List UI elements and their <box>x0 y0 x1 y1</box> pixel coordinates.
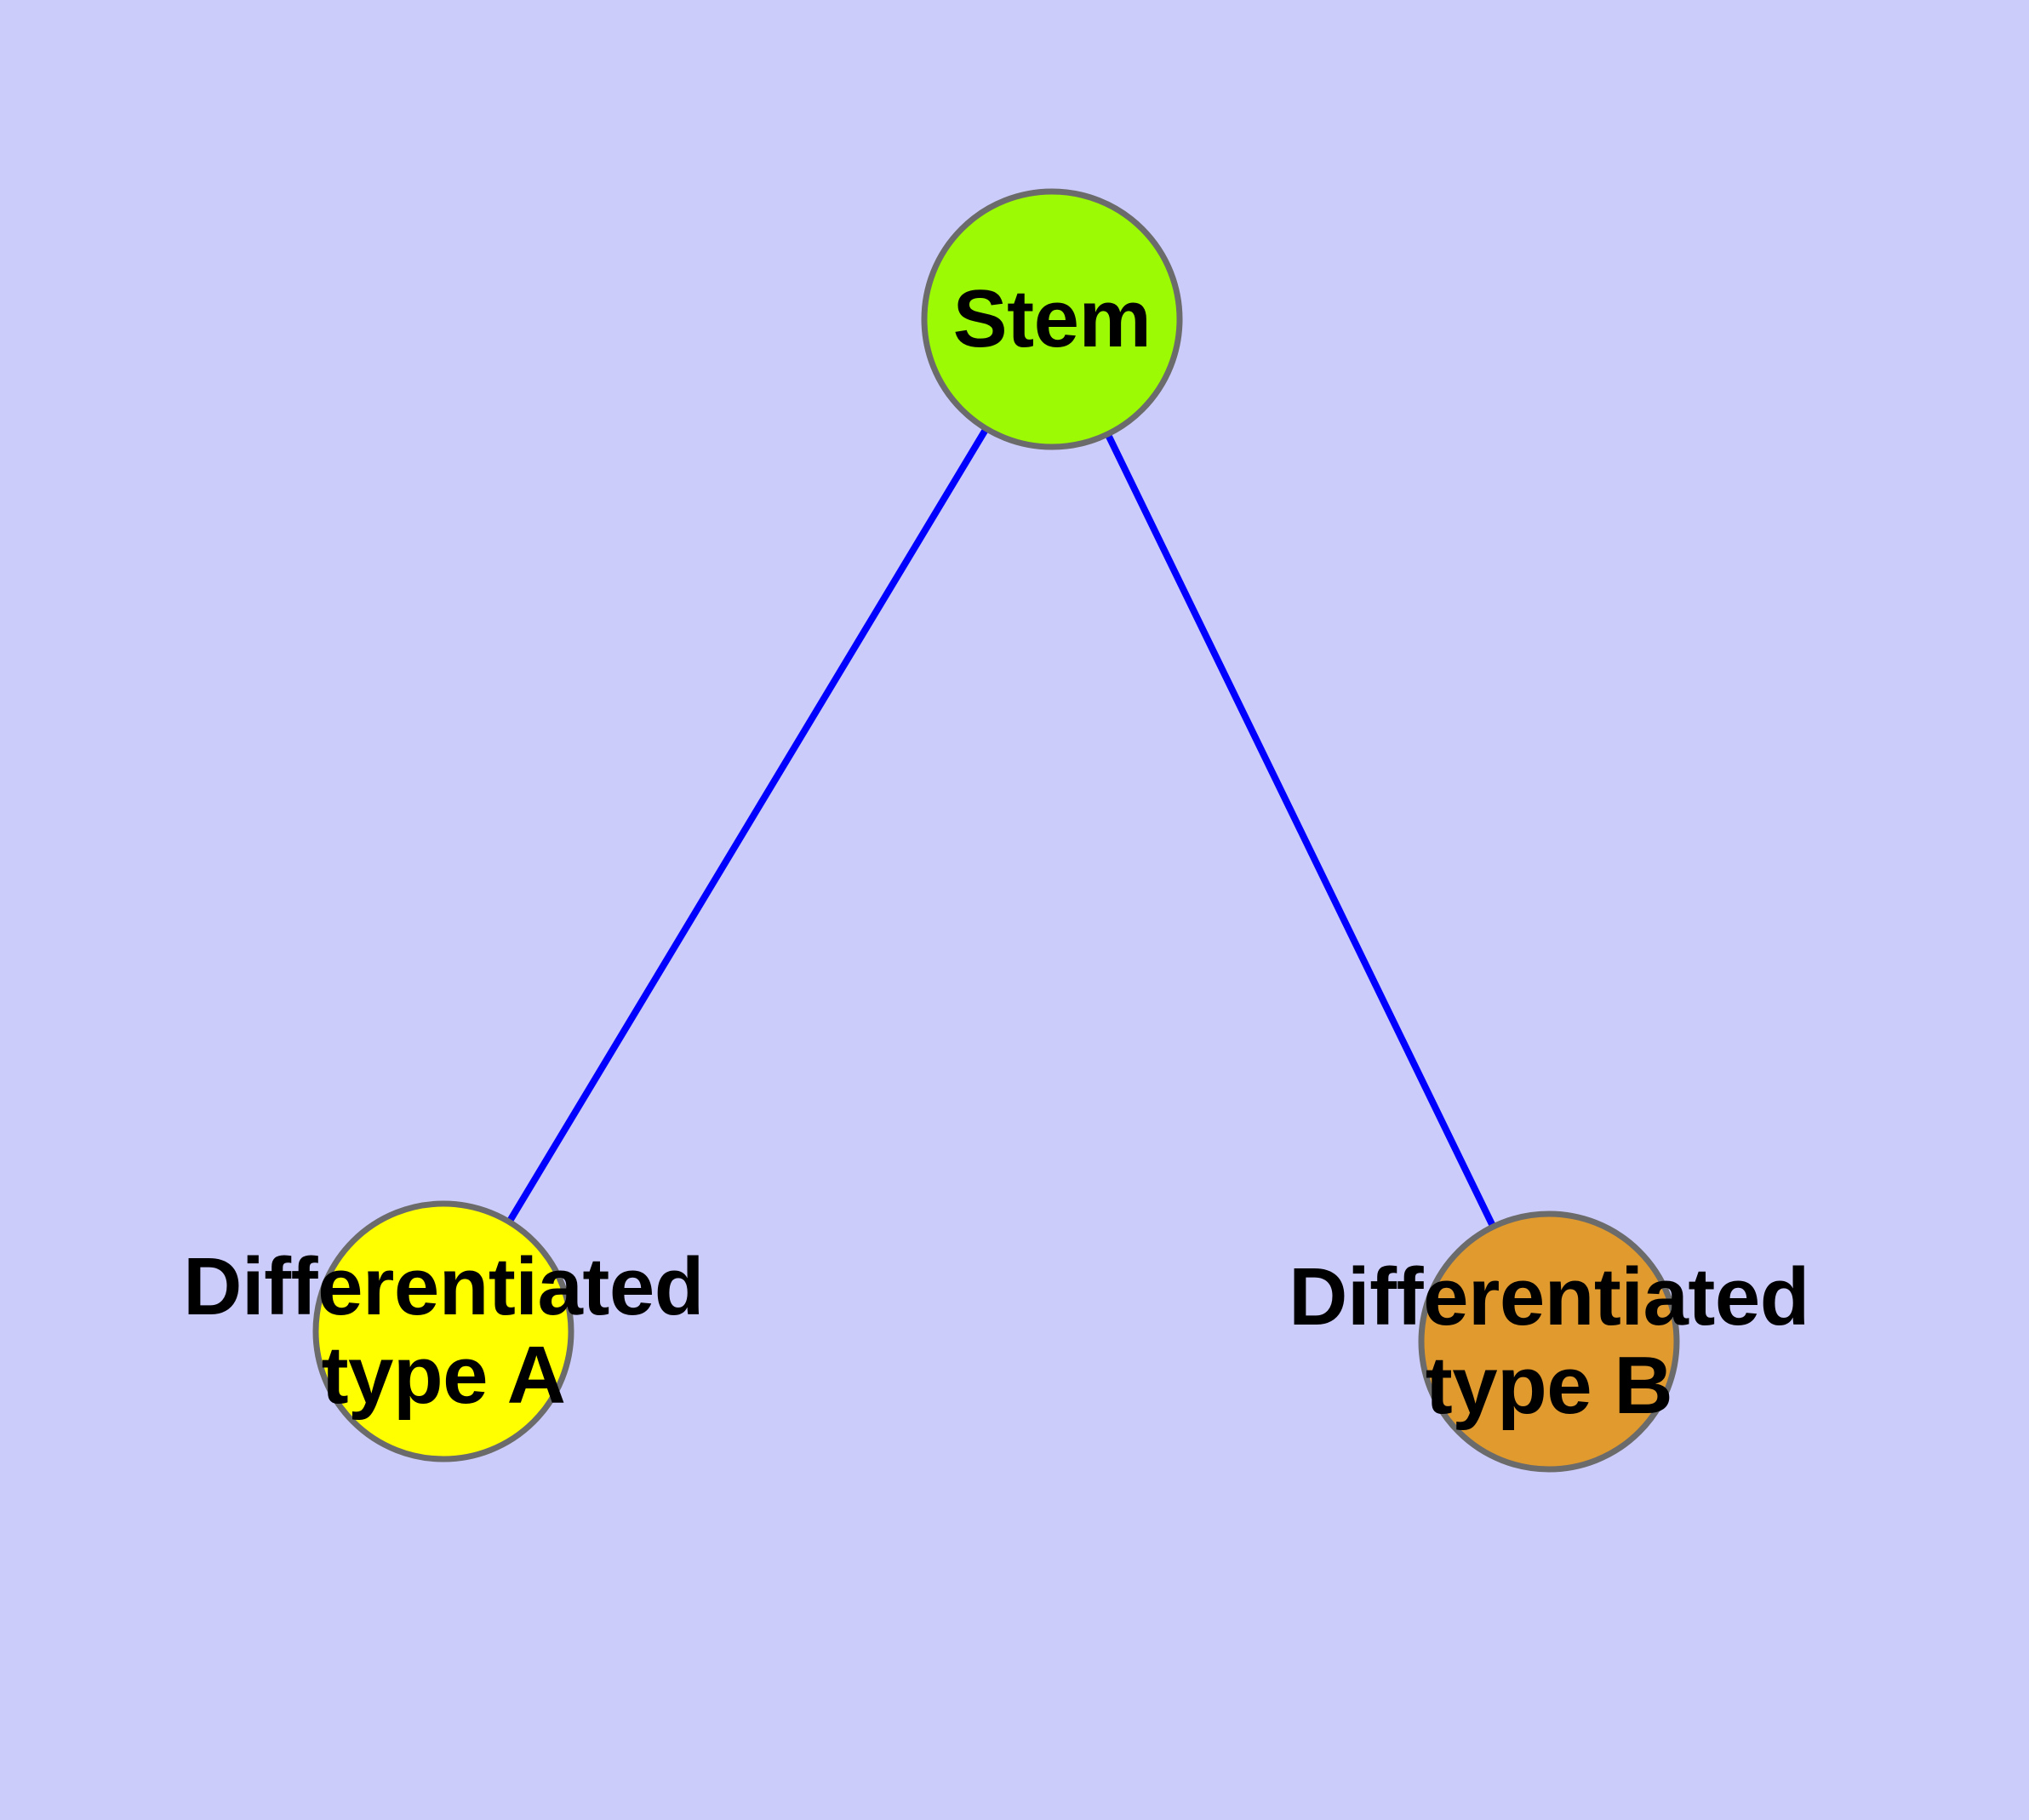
graph-edge-stem-to-diff-b[interactable] <box>1049 318 1552 1343</box>
edges-layer <box>440 317 1552 1343</box>
graph-node-diff-b[interactable] <box>1418 1210 1680 1473</box>
graph-node-stem[interactable] <box>921 188 1183 450</box>
graph-node-diff-a[interactable] <box>312 1200 574 1462</box>
graph-edge-stem-to-diff-a[interactable] <box>440 317 1055 1334</box>
nodes-layer <box>312 188 1680 1473</box>
